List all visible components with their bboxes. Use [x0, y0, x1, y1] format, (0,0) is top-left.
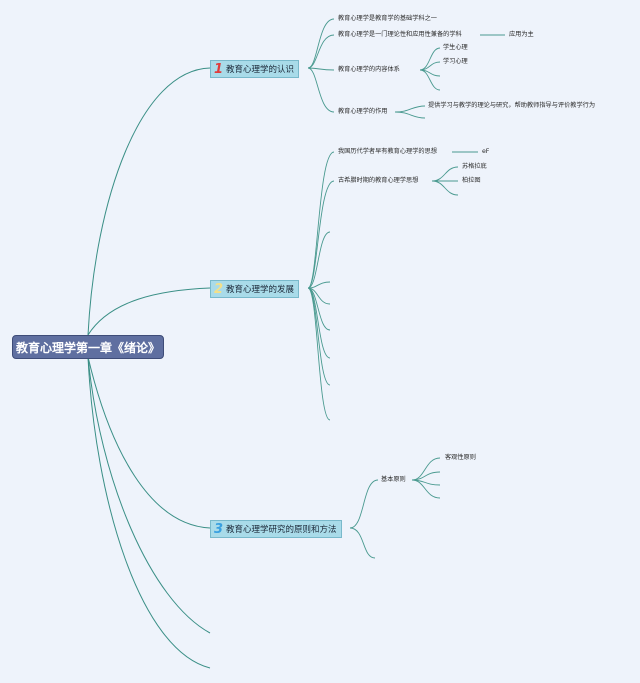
topic-title: 教育心理学的认识 — [226, 65, 295, 75]
edge-t2-c9 — [307, 287, 331, 421]
edge-t3-c1-s4 — [411, 479, 441, 499]
edge-t3-c2 — [349, 527, 376, 559]
edge-t2-c2-s1 — [431, 166, 459, 182]
node-label[interactable]: 教育心理学是一门理论性和应用性兼备的学科 — [338, 31, 462, 38]
node-label[interactable]: 提供学习与教学的理论与研究，帮助教师指导与评价教学行为 — [428, 102, 596, 109]
edge-root-topic1 — [87, 67, 211, 336]
edge-t3-c1-s1 — [411, 457, 441, 481]
edge-t1-c4 — [307, 67, 335, 113]
edge-t2-c7 — [307, 287, 331, 359]
topic-2[interactable]: 2 教育心理学的发展 — [210, 280, 300, 298]
node-label[interactable]: eF — [482, 148, 490, 155]
edge-root-extra1 — [87, 356, 211, 634]
topic-title: 教育心理学研究的原则和方法 — [226, 525, 337, 535]
topic-number: 3 — [214, 521, 224, 537]
topic-number: 2 — [214, 281, 224, 297]
edge-t1-c2 — [307, 34, 335, 69]
edge-t2-c3 — [307, 231, 331, 289]
node-label[interactable]: 柏拉图 — [462, 177, 481, 184]
node-label[interactable]: 教育心理学的内容体系 — [338, 66, 400, 73]
node-label[interactable]: 学生心理 — [443, 44, 468, 51]
edge-t2-c2-s3 — [431, 180, 459, 196]
node-label[interactable]: 我国历代学者早有教育心理学的思想 — [338, 148, 437, 155]
edge-t1-c3-s1 — [419, 47, 441, 71]
edge-root-topic2 — [87, 287, 211, 336]
edge-t2-c2 — [307, 180, 335, 289]
node-label[interactable]: 客观性原则 — [445, 454, 476, 461]
node-label[interactable]: 学习心理 — [443, 58, 468, 65]
edge-t1-c4-s1 — [394, 105, 426, 113]
node-label[interactable]: 苏格拉底 — [462, 163, 487, 170]
topic-1[interactable]: 1 教育心理学的认识 — [210, 60, 300, 78]
topic-number: 1 — [214, 61, 224, 77]
edge-root-extra2 — [87, 356, 211, 669]
edge-t2-c8 — [307, 287, 331, 386]
node-label[interactable]: 教育心理学的作用 — [338, 108, 388, 115]
edge-t3-c1 — [349, 479, 379, 529]
edge-t1-c4-s1b — [394, 111, 426, 119]
node-label[interactable]: 教育心理学是教育学的基础学科之一 — [338, 15, 437, 22]
topic-title: 教育心理学的发展 — [226, 285, 295, 295]
edge-t1-c1 — [307, 18, 335, 69]
edge-t2-c4 — [307, 281, 331, 289]
edge-root-topic3 — [87, 356, 211, 529]
topic-3[interactable]: 3 教育心理学研究的原则和方法 — [210, 520, 342, 538]
edge-t1-c3 — [307, 67, 335, 71]
edge-t1-c3-s4 — [419, 69, 441, 91]
edge-t2-c1 — [307, 151, 335, 289]
node-label[interactable]: 古希腊时期的教育心理学思想 — [338, 177, 419, 184]
node-label[interactable]: 应用为主 — [509, 31, 534, 38]
root-topic[interactable]: 教育心理学第一章《绪论》 — [12, 335, 164, 359]
node-label[interactable]: 基本原则 — [381, 476, 406, 483]
